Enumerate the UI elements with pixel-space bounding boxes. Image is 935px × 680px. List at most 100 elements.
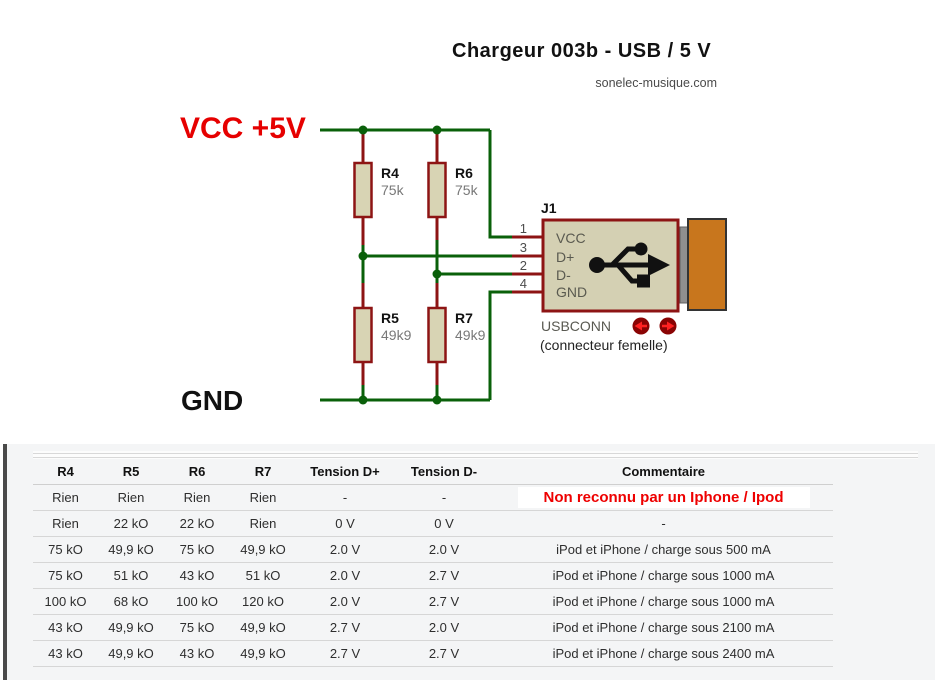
resistor-body-r7 <box>427 306 447 364</box>
table-cell: 2.7 V <box>296 640 394 667</box>
table-cell: Non reconnu par un Iphone / Ipod <box>494 484 833 511</box>
table-row: 75 kO 49,9 kO 75 kO 49,9 kO 2.0 V 2.0 V … <box>33 536 833 563</box>
connector-ref: J1 <box>541 200 557 216</box>
column-header: Tension D+ <box>296 460 394 485</box>
resistor-body-r4 <box>353 161 373 219</box>
table-cell: - <box>494 510 833 537</box>
table-cell: 51 kO <box>230 562 296 589</box>
column-header: Commentaire <box>494 460 833 485</box>
table-row: 43 kO 49,9 kO 75 kO 49,9 kO 2.7 V 2.0 V … <box>33 614 833 641</box>
pin-number-2: 2 <box>519 258 527 273</box>
table-cell: iPod et iPhone / charge sous 1000 mA <box>494 588 833 615</box>
resistor-config-table: R4 R5 R6 R7 Tension D+ Tension D- Commen… <box>33 460 833 667</box>
arrow-right-icon <box>659 317 677 335</box>
table-cell: 100 kO <box>33 588 98 615</box>
not-recognized-warning: Non reconnu par un Iphone / Ipod <box>517 486 810 508</box>
table-cell: iPod et iPhone / charge sous 2400 mA <box>494 640 833 667</box>
resistor-value-r6: 75k <box>455 182 478 198</box>
connector-metal-strip <box>679 226 689 304</box>
vcc-rail-label: VCC +5V <box>180 112 306 145</box>
table-cell: 51 kO <box>98 562 164 589</box>
table-top-strip <box>33 451 918 459</box>
schematic-canvas <box>320 125 727 405</box>
pin-name-gnd: GND <box>556 284 588 300</box>
pin-name-dplus: D+ <box>556 249 575 265</box>
table-cell: Rien <box>164 484 230 511</box>
table-cell: 2.7 V <box>394 562 494 589</box>
resistor-body-r6 <box>427 161 447 219</box>
table-cell: 49,9 kO <box>230 614 296 641</box>
table-cell: Rien <box>33 484 98 511</box>
gnd-rail-label: GND <box>181 385 244 416</box>
pin-name-vcc: VCC <box>556 230 586 246</box>
table-cell: Rien <box>33 510 98 537</box>
table-cell: 49,9 kO <box>230 640 296 667</box>
table-cell: 0 V <box>296 510 394 537</box>
table-cell: 68 kO <box>98 588 164 615</box>
table-cell: 49,9 kO <box>230 536 296 563</box>
table-cell: - <box>296 484 394 511</box>
table-cell: 2.7 V <box>394 640 494 667</box>
pin-number-4: 4 <box>519 276 527 291</box>
resistor-ref-r7: R7 <box>455 310 473 326</box>
pin-number-1: 1 <box>519 221 527 236</box>
table-cell: 2.0 V <box>296 588 394 615</box>
resistor-body-r5 <box>353 306 373 364</box>
component-leads <box>361 131 543 386</box>
resistor-ref-r5: R5 <box>381 310 399 326</box>
table-cell: Rien <box>98 484 164 511</box>
table-cell: 43 kO <box>164 562 230 589</box>
table-cell: iPod et iPhone / charge sous 500 mA <box>494 536 833 563</box>
table-cell: iPod et iPhone / charge sous 2100 mA <box>494 614 833 641</box>
table-cell: 22 kO <box>164 510 230 537</box>
connector-orange-block <box>687 218 727 311</box>
table-top-rule-1 <box>33 453 918 454</box>
column-header: R7 <box>230 460 296 485</box>
table-cell: 43 kO <box>164 640 230 667</box>
arrow-left-icon <box>632 317 650 335</box>
column-header: R5 <box>98 460 164 485</box>
table-cell: 43 kO <box>33 614 98 641</box>
table-cell: 2.7 V <box>296 614 394 641</box>
wire-vcc-to-pin1 <box>488 130 512 239</box>
connector-part-label: USBCONN <box>541 318 612 334</box>
table-cell: 0 V <box>394 510 494 537</box>
table-cell: iPod et iPhone / charge sous 1000 mA <box>494 562 833 589</box>
resistor-value-r5: 49k9 <box>381 327 412 343</box>
table-cell: 75 kO <box>33 562 98 589</box>
table-row: 75 kO 51 kO 43 kO 51 kO 2.0 V 2.7 V iPod… <box>33 562 833 589</box>
table-header-row: R4 R5 R6 R7 Tension D+ Tension D- Commen… <box>33 460 833 485</box>
wire-pin4-to-gnd <box>488 290 512 400</box>
connector-note-label: (connecteur femelle) <box>540 337 668 353</box>
wires <box>320 128 512 402</box>
pin-number-3: 3 <box>519 240 527 255</box>
table-cell: 75 kO <box>164 614 230 641</box>
table-top-rule-2 <box>33 457 918 458</box>
column-header: Tension D- <box>394 460 494 485</box>
table-cell: 22 kO <box>98 510 164 537</box>
table-cell: 49,9 kO <box>98 536 164 563</box>
table-cell: Rien <box>230 484 296 511</box>
left-edge-bar <box>3 444 7 680</box>
table-cell: 2.0 V <box>394 614 494 641</box>
table-row: 100 kO 68 kO 100 kO 120 kO 2.0 V 2.7 V i… <box>33 588 833 615</box>
column-header: R6 <box>164 460 230 485</box>
table-cell: - <box>394 484 494 511</box>
table-cell: 75 kO <box>164 536 230 563</box>
table-cell: 2.7 V <box>394 588 494 615</box>
table-cell: 43 kO <box>33 640 98 667</box>
resistor-ref-r6: R6 <box>455 165 473 181</box>
table-cell: 2.0 V <box>296 536 394 563</box>
resistor-value-r4: 75k <box>381 182 404 198</box>
table-cell: 49,9 kO <box>98 614 164 641</box>
table-row: Rien 22 kO 22 kO Rien 0 V 0 V - <box>33 510 833 537</box>
table-cell: 2.0 V <box>296 562 394 589</box>
table-cell: 2.0 V <box>394 536 494 563</box>
table-cell: 75 kO <box>33 536 98 563</box>
resistor-ref-r4: R4 <box>381 165 399 181</box>
pin-name-dminus: D- <box>556 267 571 283</box>
table-cell: 120 kO <box>230 588 296 615</box>
table-cell: 49,9 kO <box>98 640 164 667</box>
website-label: sonelec-musique.com <box>595 76 717 90</box>
